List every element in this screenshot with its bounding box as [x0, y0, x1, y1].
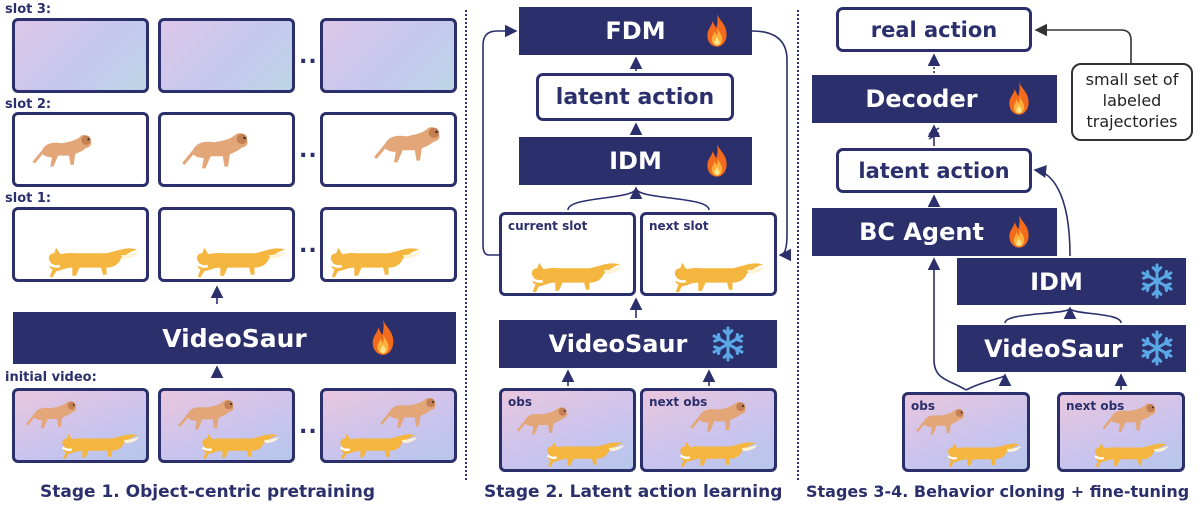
slot1-frame-1 [12, 207, 149, 282]
obs-label: obs [911, 399, 935, 413]
idm-block: IDM [957, 258, 1186, 305]
next-obs-label: next obs [649, 395, 708, 409]
slot1-frame-3 [320, 207, 457, 282]
next-obs-frame: next obs [1057, 392, 1185, 472]
arrow [965, 373, 1012, 391]
initial-frame-1 [12, 388, 149, 463]
separator-1 [465, 10, 467, 480]
current-slot-frame: current slot [499, 212, 636, 296]
arrow [1004, 306, 1077, 324]
slot2-frame-2 [158, 112, 295, 187]
arrow [635, 187, 710, 211]
slot1-frame-2 [158, 207, 295, 282]
arrow [927, 257, 967, 391]
obs-frame: obs [499, 388, 636, 472]
idm-label: IDM [1030, 267, 1083, 296]
obs-label: obs [508, 395, 532, 409]
next-obs-frame: next obs [640, 388, 777, 472]
arrow [482, 24, 518, 256]
note-line-3: trajectories [1086, 112, 1178, 131]
real-action-label: real action [870, 17, 998, 42]
note-line-2: labeled [1102, 91, 1162, 110]
videosaur-label: VideoSaur [984, 334, 1123, 363]
videosaur-block: VideoSaur [957, 325, 1186, 372]
arrow [928, 127, 940, 135]
stage2-caption: Stage 2. Latent action learning [484, 482, 783, 502]
slot2-label: slot 2: [5, 97, 52, 112]
latent-action-label: latent action [555, 84, 715, 110]
labeled-trajectories-note: small set of labeled trajectories [1071, 63, 1193, 141]
initial-frame-2 [158, 388, 295, 463]
next-slot-label: next slot [649, 219, 709, 233]
initial-video-label: initial video: [5, 370, 97, 385]
videosaur-block: VideoSaur [13, 312, 456, 364]
slot3-frame-2 [158, 18, 295, 93]
slot2-frame-3 [320, 112, 457, 187]
note-line-1: small set of [1085, 70, 1179, 89]
arrow [1069, 307, 1122, 324]
arrow [1034, 23, 1132, 63]
videosaur-label: VideoSaur [162, 323, 307, 353]
idm-label: IDM [609, 147, 662, 175]
idm-block: IDM [519, 137, 752, 185]
latent-action-box: latent action [836, 148, 1032, 193]
slot1-label: slot 1: [5, 191, 52, 206]
videosaur-block: VideoSaur [499, 320, 777, 368]
arrow [751, 30, 792, 262]
latent-action-label: latent action [858, 158, 1010, 183]
videosaur-label: VideoSaur [548, 330, 688, 358]
stage3-caption: Stages 3-4. Behavior cloning + fine-tuni… [806, 482, 1190, 501]
arrow [567, 186, 643, 211]
arrow [928, 132, 940, 140]
slot3-label: slot 3: [5, 2, 52, 17]
slot3-frame-3 [320, 18, 457, 93]
bc-agent-block: BC Agent [812, 208, 1057, 256]
decoder-label: Decoder [865, 85, 978, 113]
real-action-box: real action [836, 7, 1032, 52]
slot2-frame-1 [12, 112, 149, 187]
fdm-label: FDM [605, 17, 666, 45]
initial-frame-3 [320, 388, 457, 463]
obs-frame: obs [902, 392, 1030, 472]
bc-agent-label: BC Agent [859, 218, 984, 246]
slot3-frame-1 [12, 18, 149, 93]
decoder-block: Decoder [812, 75, 1057, 123]
current-slot-label: current slot [508, 219, 588, 233]
separator-2 [797, 10, 799, 480]
latent-action-box: latent action [536, 73, 734, 121]
fdm-block: FDM [519, 7, 752, 55]
stage1-caption: Stage 1. Object-centric pretraining [40, 482, 376, 502]
next-slot-frame: next slot [640, 212, 777, 296]
arrow [1033, 165, 1071, 257]
next-obs-label: next obs [1066, 399, 1125, 413]
